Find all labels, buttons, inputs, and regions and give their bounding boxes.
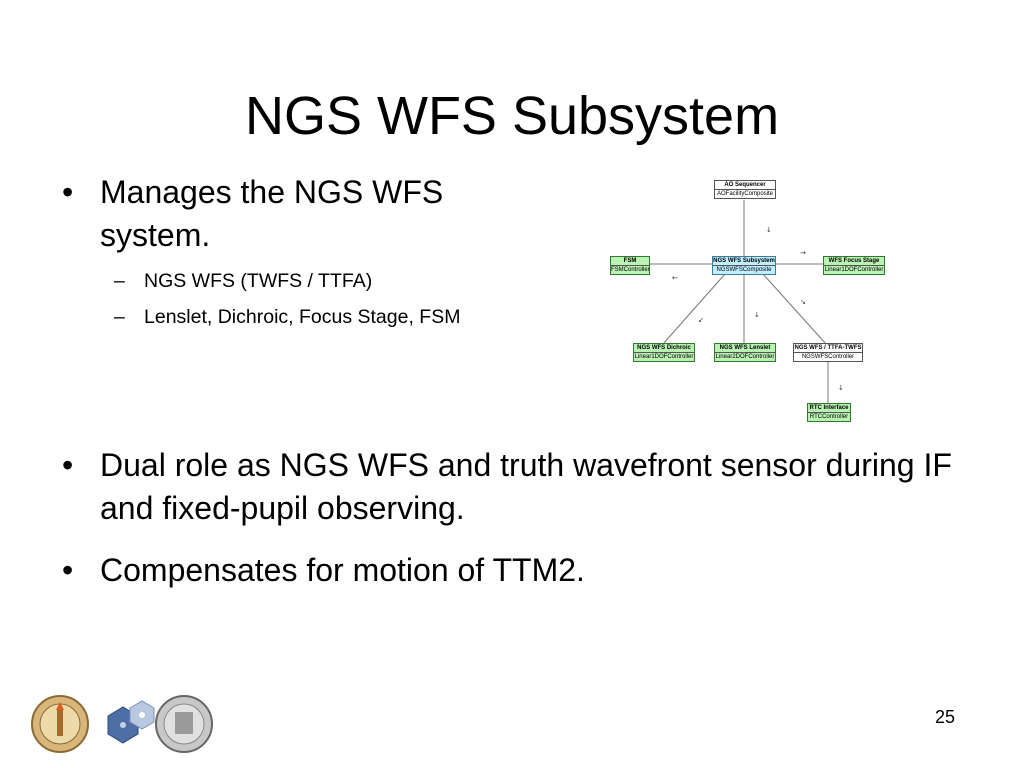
node-class: FSMController [611, 266, 650, 274]
footer-logos [30, 694, 215, 754]
node-name: WFS Focus Stage [824, 257, 884, 266]
logo-strip [31, 695, 213, 753]
bullet-dot: • [62, 552, 74, 588]
sub-bullet-list: – NGS WFS (TWFS / TTFA) – Lenslet, Dichr… [62, 263, 502, 335]
node-fsm: FSM FSMController [610, 256, 650, 275]
uc-seal-icon [155, 695, 213, 753]
sub-dash: – [114, 306, 125, 328]
bullet-text: Compensates for motion of TTM2. [100, 552, 585, 588]
node-name: NGS WFS Dichroic [634, 344, 694, 353]
keck-mirror-segments-icon [107, 700, 155, 744]
node-dichroic: NGS WFS Dichroic Linear1DOFController [633, 343, 695, 362]
svg-text:→: → [800, 249, 806, 257]
svg-text:↘: ↘ [800, 298, 806, 306]
sub-bullet-text: NGS WFS (TWFS / TTFA) [144, 270, 373, 292]
node-class: AOFacilityComposite [716, 191, 773, 197]
bullet-item: • Manages the NGS WFS system. [62, 171, 502, 257]
node-class: Linear1DOFController [824, 266, 884, 274]
slide-title: NGS WFS Subsystem [244, 86, 780, 146]
page-number: 25 [935, 707, 956, 727]
bullet-text: Dual role as NGS WFS and truth wavefront… [100, 447, 952, 526]
node-class: Linear1DOFController [634, 353, 694, 361]
node-class: NGSWFSComposite [713, 266, 775, 274]
node-class: Linear2DOFController [715, 353, 775, 361]
svg-text:↙: ↙ [698, 316, 704, 324]
sub-bullet: – Lenslet, Dichroic, Focus Stage, FSM [114, 299, 502, 335]
bullet-manages: • Manages the NGS WFS system. – NGS WFS … [62, 171, 502, 335]
node-ao-sequencer: AO Sequencer AOFacilityComposite [714, 180, 776, 199]
sub-bullet-text: Lenslet, Dichroic, Focus Stage, FSM [144, 306, 461, 328]
node-name: AO Sequencer [715, 181, 775, 190]
node-name: NGS WFS Subsystem [713, 257, 775, 266]
node-ngs-wfs-subsystem: NGS WFS Subsystem NGSWFSComposite [712, 256, 776, 275]
sub-dash: – [114, 270, 125, 292]
bullet-item: • Dual role as NGS WFS and truth wavefro… [62, 444, 962, 530]
bullet-dot: • [62, 174, 74, 210]
diagram-connectors: ↓ → ← ↙ ↓ ↘ ↓ [650, 200, 844, 403]
bullet-text: Manages the NGS WFS system. [100, 174, 444, 253]
node-rtc-interface: RTC Interface RTCController [807, 403, 851, 422]
bullet-item: • Compensates for motion of TTM2. [62, 549, 962, 592]
node-class: NGSWFSController [801, 354, 855, 360]
node-name: FSM [611, 257, 649, 266]
svg-text:↓: ↓ [754, 311, 760, 319]
bullet-compensates: • Compensates for motion of TTM2. [62, 549, 962, 592]
node-name: NGS WFS Lenslet [715, 344, 775, 353]
bullet-dual-role: • Dual role as NGS WFS and truth wavefro… [62, 444, 962, 530]
node-ttfa-twfs: NGS WFS / TTFA-TWFS NGSWFSController [793, 343, 863, 362]
svg-text:↓: ↓ [838, 384, 844, 392]
bullet-dot: • [62, 447, 74, 483]
node-focus-stage: WFS Focus Stage Linear1DOFController [823, 256, 885, 275]
node-lenslet: NGS WFS Lenslet Linear2DOFController [714, 343, 776, 362]
sub-bullet: – NGS WFS (TWFS / TTFA) [114, 263, 502, 299]
node-name: RTC Interface [808, 404, 850, 413]
subsystem-diagram: ↓ → ← ↙ ↓ ↘ ↓ AO Sequencer AOFacilityCom… [600, 170, 900, 430]
svg-text:↓: ↓ [766, 226, 772, 234]
node-class: RTCController [808, 413, 850, 421]
node-name: NGS WFS / TTFA-TWFS [794, 345, 862, 353]
caltech-seal-icon [31, 695, 89, 753]
svg-text:←: ← [672, 274, 678, 282]
